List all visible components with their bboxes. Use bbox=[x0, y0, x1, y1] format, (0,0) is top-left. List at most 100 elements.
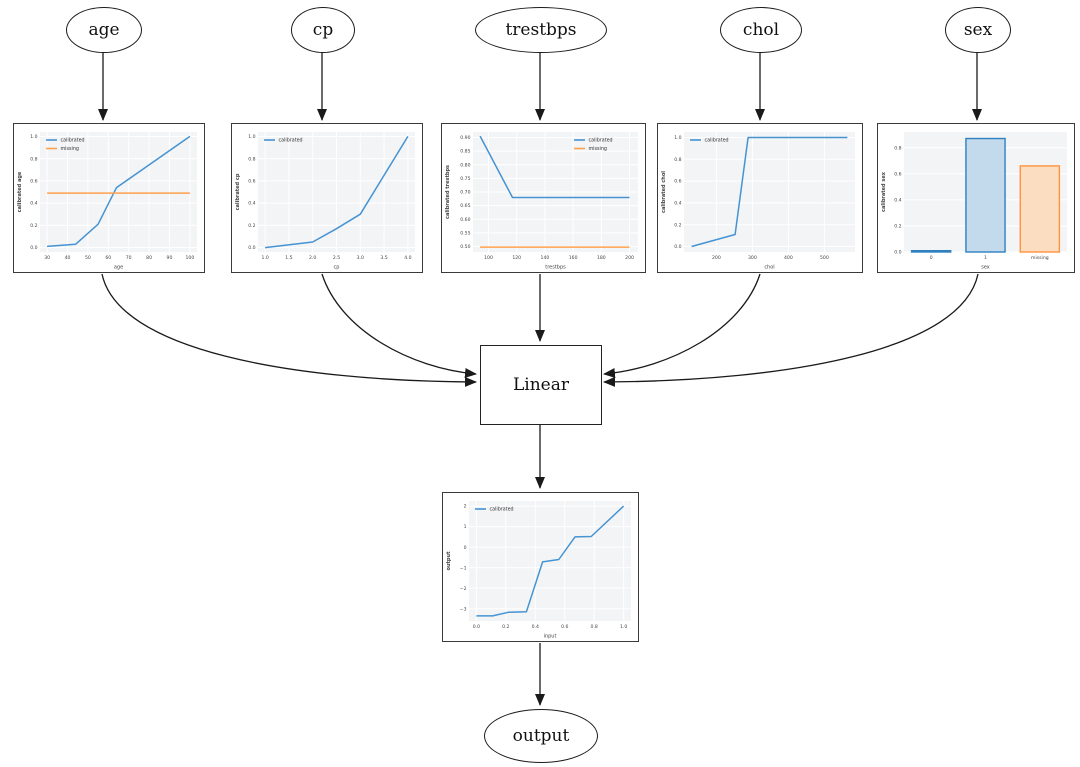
svg-text:50: 50 bbox=[85, 255, 91, 261]
svg-text:0.6: 0.6 bbox=[30, 178, 37, 184]
svg-text:−2: −2 bbox=[460, 586, 467, 592]
legend-label: missing bbox=[61, 146, 79, 152]
svg-text:0.75: 0.75 bbox=[460, 176, 470, 182]
output-node: output bbox=[484, 709, 598, 763]
svg-text:0.2: 0.2 bbox=[674, 222, 681, 228]
svg-text:calibrated trestbps: calibrated trestbps bbox=[445, 165, 451, 219]
svg-text:1.0: 1.0 bbox=[620, 624, 627, 630]
input-node-sex: sex bbox=[945, 7, 1011, 53]
input-node-trestbps: trestbps bbox=[475, 7, 607, 53]
svg-text:0.0: 0.0 bbox=[894, 250, 901, 256]
svg-text:0.60: 0.60 bbox=[460, 217, 470, 223]
svg-text:1.5: 1.5 bbox=[285, 255, 292, 261]
input-node-cp: cp bbox=[291, 7, 355, 53]
svg-text:1.0: 1.0 bbox=[674, 135, 681, 141]
svg-text:120: 120 bbox=[512, 255, 521, 261]
svg-text:100: 100 bbox=[185, 255, 194, 261]
bar-0 bbox=[910, 249, 952, 253]
svg-text:2.5: 2.5 bbox=[333, 255, 340, 261]
series-calibrated bbox=[479, 135, 630, 199]
svg-text:40: 40 bbox=[65, 255, 71, 261]
svg-text:0.70: 0.70 bbox=[460, 190, 470, 196]
svg-text:cp: cp bbox=[334, 265, 340, 271]
svg-text:0.0: 0.0 bbox=[674, 244, 681, 250]
svg-text:0.8: 0.8 bbox=[674, 157, 681, 163]
svg-text:0.90: 0.90 bbox=[460, 135, 470, 141]
linear-combiner-node: Linear bbox=[480, 345, 602, 425]
svg-text:calibrated sex: calibrated sex bbox=[881, 171, 887, 212]
input-node-chol: chol bbox=[720, 7, 802, 53]
svg-text:500: 500 bbox=[820, 255, 829, 261]
svg-text:0.2: 0.2 bbox=[30, 223, 37, 229]
edge-age-chart-to-linear bbox=[101, 273, 477, 387]
series-calibrated bbox=[47, 135, 191, 248]
svg-text:0: 0 bbox=[930, 255, 933, 261]
svg-text:0.4: 0.4 bbox=[248, 201, 255, 207]
svg-text:160: 160 bbox=[569, 255, 578, 261]
svg-text:0.6: 0.6 bbox=[674, 179, 681, 185]
series-calibrated bbox=[476, 505, 625, 617]
svg-text:0.6: 0.6 bbox=[894, 171, 901, 177]
svg-text:0.8: 0.8 bbox=[30, 156, 37, 162]
svg-text:0.85: 0.85 bbox=[460, 149, 470, 155]
svg-text:0.6: 0.6 bbox=[248, 178, 255, 184]
legend-label: calibrated bbox=[279, 138, 303, 144]
svg-text:100: 100 bbox=[484, 255, 493, 261]
svg-text:2.0: 2.0 bbox=[309, 255, 316, 261]
input-node-cp-label: cp bbox=[312, 20, 334, 40]
svg-text:calibrated chol: calibrated chol bbox=[661, 171, 667, 213]
input-node-trestbps-label: trestbps bbox=[505, 20, 577, 40]
bar-missing bbox=[1019, 165, 1061, 253]
svg-text:input: input bbox=[544, 634, 557, 640]
edge-sex-chart-to-linear bbox=[603, 273, 979, 387]
svg-text:0.4: 0.4 bbox=[674, 201, 681, 207]
svg-text:400: 400 bbox=[784, 255, 793, 261]
legend-label: missing bbox=[589, 146, 607, 152]
legend-label: calibrated bbox=[61, 138, 85, 144]
svg-text:age: age bbox=[114, 265, 123, 271]
svg-text:calibrated cp: calibrated cp bbox=[235, 173, 241, 210]
output-node-label: output bbox=[512, 726, 570, 746]
svg-text:chol: chol bbox=[764, 265, 774, 271]
input-node-age-label: age bbox=[88, 20, 120, 40]
legend-label: calibrated bbox=[490, 507, 514, 513]
svg-text:0.0: 0.0 bbox=[248, 245, 255, 251]
svg-text:1.0: 1.0 bbox=[261, 255, 268, 261]
svg-text:0.8: 0.8 bbox=[894, 145, 901, 151]
svg-text:calibrated age: calibrated age bbox=[17, 171, 23, 212]
svg-text:300: 300 bbox=[748, 255, 757, 261]
svg-text:4.0: 4.0 bbox=[404, 255, 411, 261]
svg-text:missing: missing bbox=[1031, 255, 1049, 261]
linear-combiner-label: Linear bbox=[513, 375, 569, 395]
svg-text:0.4: 0.4 bbox=[894, 197, 901, 203]
svg-text:180: 180 bbox=[597, 255, 606, 261]
legend-label: calibrated bbox=[589, 138, 613, 144]
svg-text:200: 200 bbox=[625, 255, 634, 261]
svg-text:0.2: 0.2 bbox=[248, 223, 255, 229]
svg-text:1.0: 1.0 bbox=[30, 134, 37, 140]
svg-text:sex: sex bbox=[981, 265, 990, 271]
svg-text:0.8: 0.8 bbox=[591, 624, 598, 630]
svg-text:3.5: 3.5 bbox=[380, 255, 387, 261]
svg-text:0.4: 0.4 bbox=[30, 201, 37, 207]
svg-text:0.80: 0.80 bbox=[460, 162, 470, 168]
series-calibrated bbox=[265, 136, 409, 249]
svg-text:70: 70 bbox=[126, 255, 132, 261]
edge-cp-chart-to-linear bbox=[321, 273, 477, 378]
input-node-age: age bbox=[66, 7, 142, 53]
input-node-chol-label: chol bbox=[742, 20, 780, 40]
svg-text:trestbps: trestbps bbox=[545, 265, 566, 271]
svg-text:0.6: 0.6 bbox=[561, 624, 568, 630]
svg-text:90: 90 bbox=[167, 255, 173, 261]
svg-text:output: output bbox=[446, 551, 452, 571]
svg-text:0.8: 0.8 bbox=[248, 156, 255, 162]
